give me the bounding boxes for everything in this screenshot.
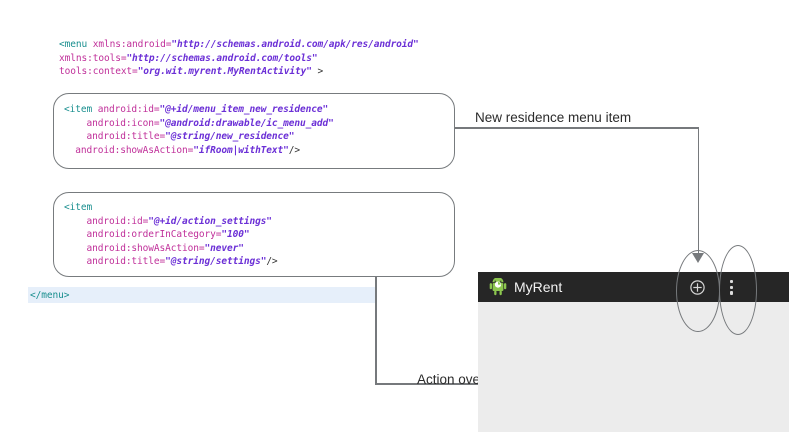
code-token-val: "org.wit.myrent.MyRentActivity" bbox=[137, 66, 312, 78]
code-new-residence-line-3: android:showAsAction="ifRoom|withText"/> bbox=[64, 144, 334, 158]
current-line-highlight bbox=[28, 287, 376, 303]
code-menu-open-line-1: xmlns:tools="http://schemas.android.com/… bbox=[59, 52, 419, 66]
leader-line-new-residence-horizontal bbox=[455, 127, 699, 129]
code-token-val: "@string/settings" bbox=[165, 256, 267, 268]
code-token-tag: </menu> bbox=[30, 290, 70, 301]
code-action-settings-line-2: android:orderInCategory="100" bbox=[64, 228, 278, 242]
code-token-val: "@string/new_residence" bbox=[165, 131, 295, 143]
code-token-val: "@+id/menu_item_new_residence" bbox=[159, 104, 329, 115]
code-action-settings-line-3: android:showAsAction="never" bbox=[64, 242, 278, 256]
code-token-punct: /> bbox=[266, 256, 278, 268]
code-callout-box-new-residence bbox=[53, 93, 455, 169]
code-token-attr: android:id= bbox=[97, 104, 160, 115]
highlight-ellipse-overflow-action bbox=[719, 245, 757, 335]
code-token-tag: <menu bbox=[59, 39, 93, 50]
android-robot-icon bbox=[489, 277, 507, 296]
code-action-settings-line-0: <item bbox=[64, 201, 278, 215]
code-token-attr: tools:context= bbox=[59, 66, 138, 78]
code-token-val: "@+id/action_settings" bbox=[148, 215, 272, 227]
code-token-val: "ifRoom|withText" bbox=[193, 144, 289, 156]
code-token-attr: android:id= bbox=[64, 215, 149, 227]
annotation-new-residence-menu-item: New residence menu item bbox=[475, 110, 632, 125]
code-token-punct: /> bbox=[288, 144, 301, 156]
code-token-attr: android:title= bbox=[64, 131, 166, 143]
code-token-val: "never" bbox=[204, 242, 244, 254]
code-token-attr: android:showAsAction= bbox=[64, 242, 205, 254]
code-token-attr: android:icon= bbox=[64, 117, 160, 129]
code-menu-open-line-0: <menu xmlns:android="http://schemas.andr… bbox=[59, 38, 419, 52]
code-action-settings-line-4: android:title="@string/settings"/> bbox=[64, 255, 278, 269]
app-title: MyRent bbox=[514, 279, 563, 295]
code-callout-box-action-settings bbox=[53, 192, 455, 277]
code-new-residence-line-1: android:icon="@android:drawable/ic_menu_… bbox=[64, 117, 334, 131]
code-menu-close-line-0: </menu> bbox=[30, 289, 69, 303]
code-new-residence-line-0: <item android:id="@+id/menu_item_new_res… bbox=[64, 103, 334, 117]
code-new-residence-line-2: android:title="@string/new_residence" bbox=[64, 130, 334, 144]
leader-line-new-residence-vertical bbox=[697, 127, 700, 257]
highlight-ellipse-add-action bbox=[676, 250, 720, 332]
code-token-attr: android:showAsAction= bbox=[64, 144, 194, 156]
code-action-settings-line-1: android:id="@+id/action_settings" bbox=[64, 215, 278, 229]
code-token-val: "100" bbox=[221, 229, 250, 241]
code-token-tag: <item bbox=[64, 104, 98, 115]
code-token-attr: android:orderInCategory= bbox=[64, 229, 222, 241]
code-token-attr: android:title= bbox=[64, 256, 166, 268]
code-token-attr: xmlns:android= bbox=[92, 39, 172, 50]
code-token-attr: xmlns:tools= bbox=[59, 52, 127, 64]
code-block-menu-open: <menu xmlns:android="http://schemas.andr… bbox=[59, 38, 419, 79]
leader-line-action-overflow-vertical-left bbox=[375, 277, 377, 384]
code-token-tag: <item bbox=[64, 202, 93, 213]
code-token-punct: > bbox=[311, 66, 324, 78]
code-block-menu-close: </menu> bbox=[30, 289, 69, 303]
code-menu-open-line-2: tools:context="org.wit.myrent.MyRentActi… bbox=[59, 65, 419, 79]
code-block-action-settings-item: <item android:id="@+id/action_settings" … bbox=[64, 201, 278, 269]
code-token-val: "http://schemas.android.com/apk/res/andr… bbox=[171, 39, 419, 50]
code-token-val: "http://schemas.android.com/tools" bbox=[126, 52, 318, 64]
code-token-val: "@android:drawable/ic_menu_add" bbox=[159, 117, 334, 129]
code-block-new-residence-item: <item android:id="@+id/menu_item_new_res… bbox=[64, 103, 334, 157]
